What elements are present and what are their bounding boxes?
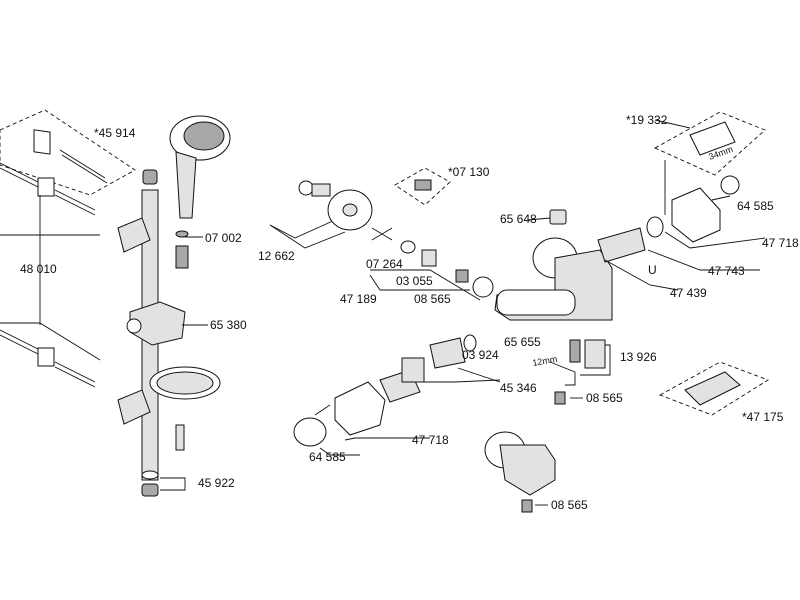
label-65380: 65 380 (210, 318, 247, 332)
label-08565-b: 08 565 (586, 391, 623, 405)
label-12662: 12 662 (258, 249, 295, 263)
label-07264: 07 264 (366, 257, 403, 271)
label-47439: 47 439 (670, 286, 707, 300)
kit-box-19332 (653, 111, 766, 176)
hand-shower-face (183, 121, 225, 151)
cap-64585-lower (293, 417, 327, 447)
part-65655 (569, 339, 581, 363)
label-65655: 65 655 (504, 335, 541, 349)
cap-65648 (549, 209, 567, 225)
hand-shower-handle (175, 151, 197, 219)
rail-top-cap (142, 169, 158, 185)
wall-plug-bottom (37, 347, 55, 367)
part-13926 (584, 339, 606, 369)
label-47175: *47 175 (742, 410, 784, 424)
rail-bracket-lower (117, 389, 151, 425)
soap-dish-inner (156, 371, 214, 395)
handle-47718-lower (334, 381, 386, 436)
label-03055: 03 055 (396, 274, 433, 288)
label-07130: *07 130 (448, 165, 490, 179)
filter-08565-b (554, 391, 566, 405)
label-47718-a: 47 718 (762, 236, 799, 250)
kit-box-07130 (394, 167, 451, 206)
kit-box-45914 (0, 109, 136, 196)
s-union (311, 183, 331, 197)
cartridge-45346 (429, 337, 466, 369)
valve-body (499, 444, 556, 496)
label-47718-b: 47 718 (412, 433, 449, 447)
u-mark: U (648, 263, 657, 277)
label-13926: 13 926 (620, 350, 657, 364)
label-45922: 45 922 (198, 476, 235, 490)
washer-07264 (400, 240, 416, 254)
rail-end-cap (141, 483, 159, 497)
rosette-hole (342, 203, 358, 217)
cartridge-ring (646, 216, 664, 238)
filter-08565-c (521, 499, 533, 513)
handle-19332 (689, 121, 736, 156)
rail-screw (175, 424, 185, 451)
label-48010: 48 010 (20, 262, 57, 276)
cartridge-body-lower (401, 357, 425, 383)
spout (496, 289, 576, 316)
hose-nut (175, 245, 189, 269)
oring-03924 (463, 334, 477, 352)
label-47743: 47 743 (708, 264, 745, 278)
washer-07002 (175, 230, 189, 238)
label-64585-a: 64 585 (737, 199, 774, 213)
washer-45922 (141, 470, 159, 480)
label-03924: 03 924 (462, 348, 499, 362)
label-08565-c: 08 565 (551, 498, 588, 512)
kit-box-47175 (658, 361, 770, 416)
rail-bracket-upper (117, 217, 151, 253)
adapter-fitting (298, 180, 314, 196)
union-nut-47189 (472, 276, 494, 298)
filter-08565 (455, 269, 469, 283)
handle-47718 (671, 187, 721, 243)
fitting-07130 (414, 179, 432, 191)
label-47189: 47 189 (340, 292, 377, 306)
label-19332: *19 332 (626, 113, 668, 127)
cartridge-47175 (684, 371, 741, 406)
slider-knob (126, 318, 142, 334)
label-12mm: 12mm (532, 354, 558, 368)
label-07002: 07 002 (205, 231, 242, 245)
allen-key (549, 361, 576, 386)
label-45914: *45 914 (94, 126, 136, 140)
cap-64585 (720, 175, 740, 195)
label-64585-b: 64 585 (309, 450, 346, 464)
label-45346: 45 346 (500, 381, 537, 395)
bracket-cap (33, 129, 51, 155)
check-valve-03055 (421, 249, 437, 267)
thermostat-cartridge (597, 227, 646, 263)
wall-plug-top (37, 177, 55, 197)
label-65648: 65 648 (500, 212, 537, 226)
label-08565-a: 08 565 (414, 292, 451, 306)
